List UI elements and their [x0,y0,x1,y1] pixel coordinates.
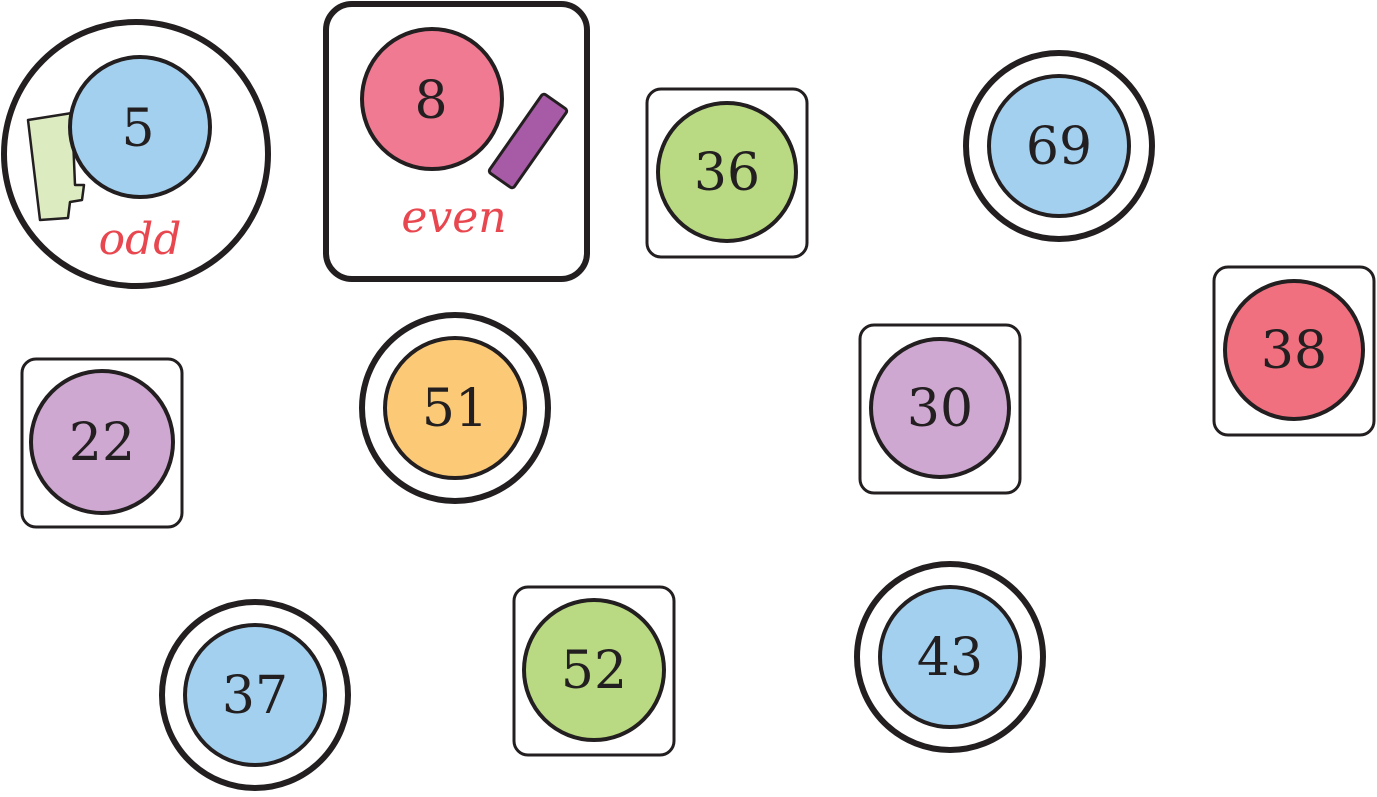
number-token: 69 [963,50,1155,242]
odd-label: odd [99,214,182,265]
purple-block-icon [487,92,569,190]
token-circle [869,337,1011,479]
number-token: 51 [359,312,551,504]
number-token: 52 [512,585,676,757]
odd-example-circle [68,55,212,199]
number-token: 43 [854,561,1046,753]
token-circle [383,336,527,480]
token-circle [1223,279,1365,421]
number-token: 30 [858,323,1022,495]
token-number: 37 [222,666,288,726]
token-circle [656,101,798,243]
token-number: 43 [917,628,983,688]
token-number: 69 [1026,117,1092,177]
number-token: 38 [1212,265,1376,437]
even-example-number: 8 [414,71,447,131]
legend-even: 8 even [323,1,590,282]
number-token: 36 [645,87,809,259]
token-circle [987,74,1131,218]
token-number: 51 [422,379,488,439]
odd-example-number: 5 [121,99,154,159]
token-number: 30 [907,379,973,439]
token-number: 38 [1261,321,1327,381]
token-circle [878,585,1022,729]
token-number: 22 [69,413,135,473]
number-token: 22 [20,357,184,529]
token-circle [29,369,175,515]
token-circle [522,598,666,742]
even-label: even [401,192,506,243]
number-tokens: 36 69 38 22 51 30 37 52 43 [20,50,1376,791]
legend-odd: 5 odd [1,19,271,289]
token-circle [183,623,327,767]
token-number: 36 [694,143,760,203]
even-example-circle [360,27,504,171]
number-token: 37 [159,599,351,791]
token-number: 52 [561,641,627,701]
